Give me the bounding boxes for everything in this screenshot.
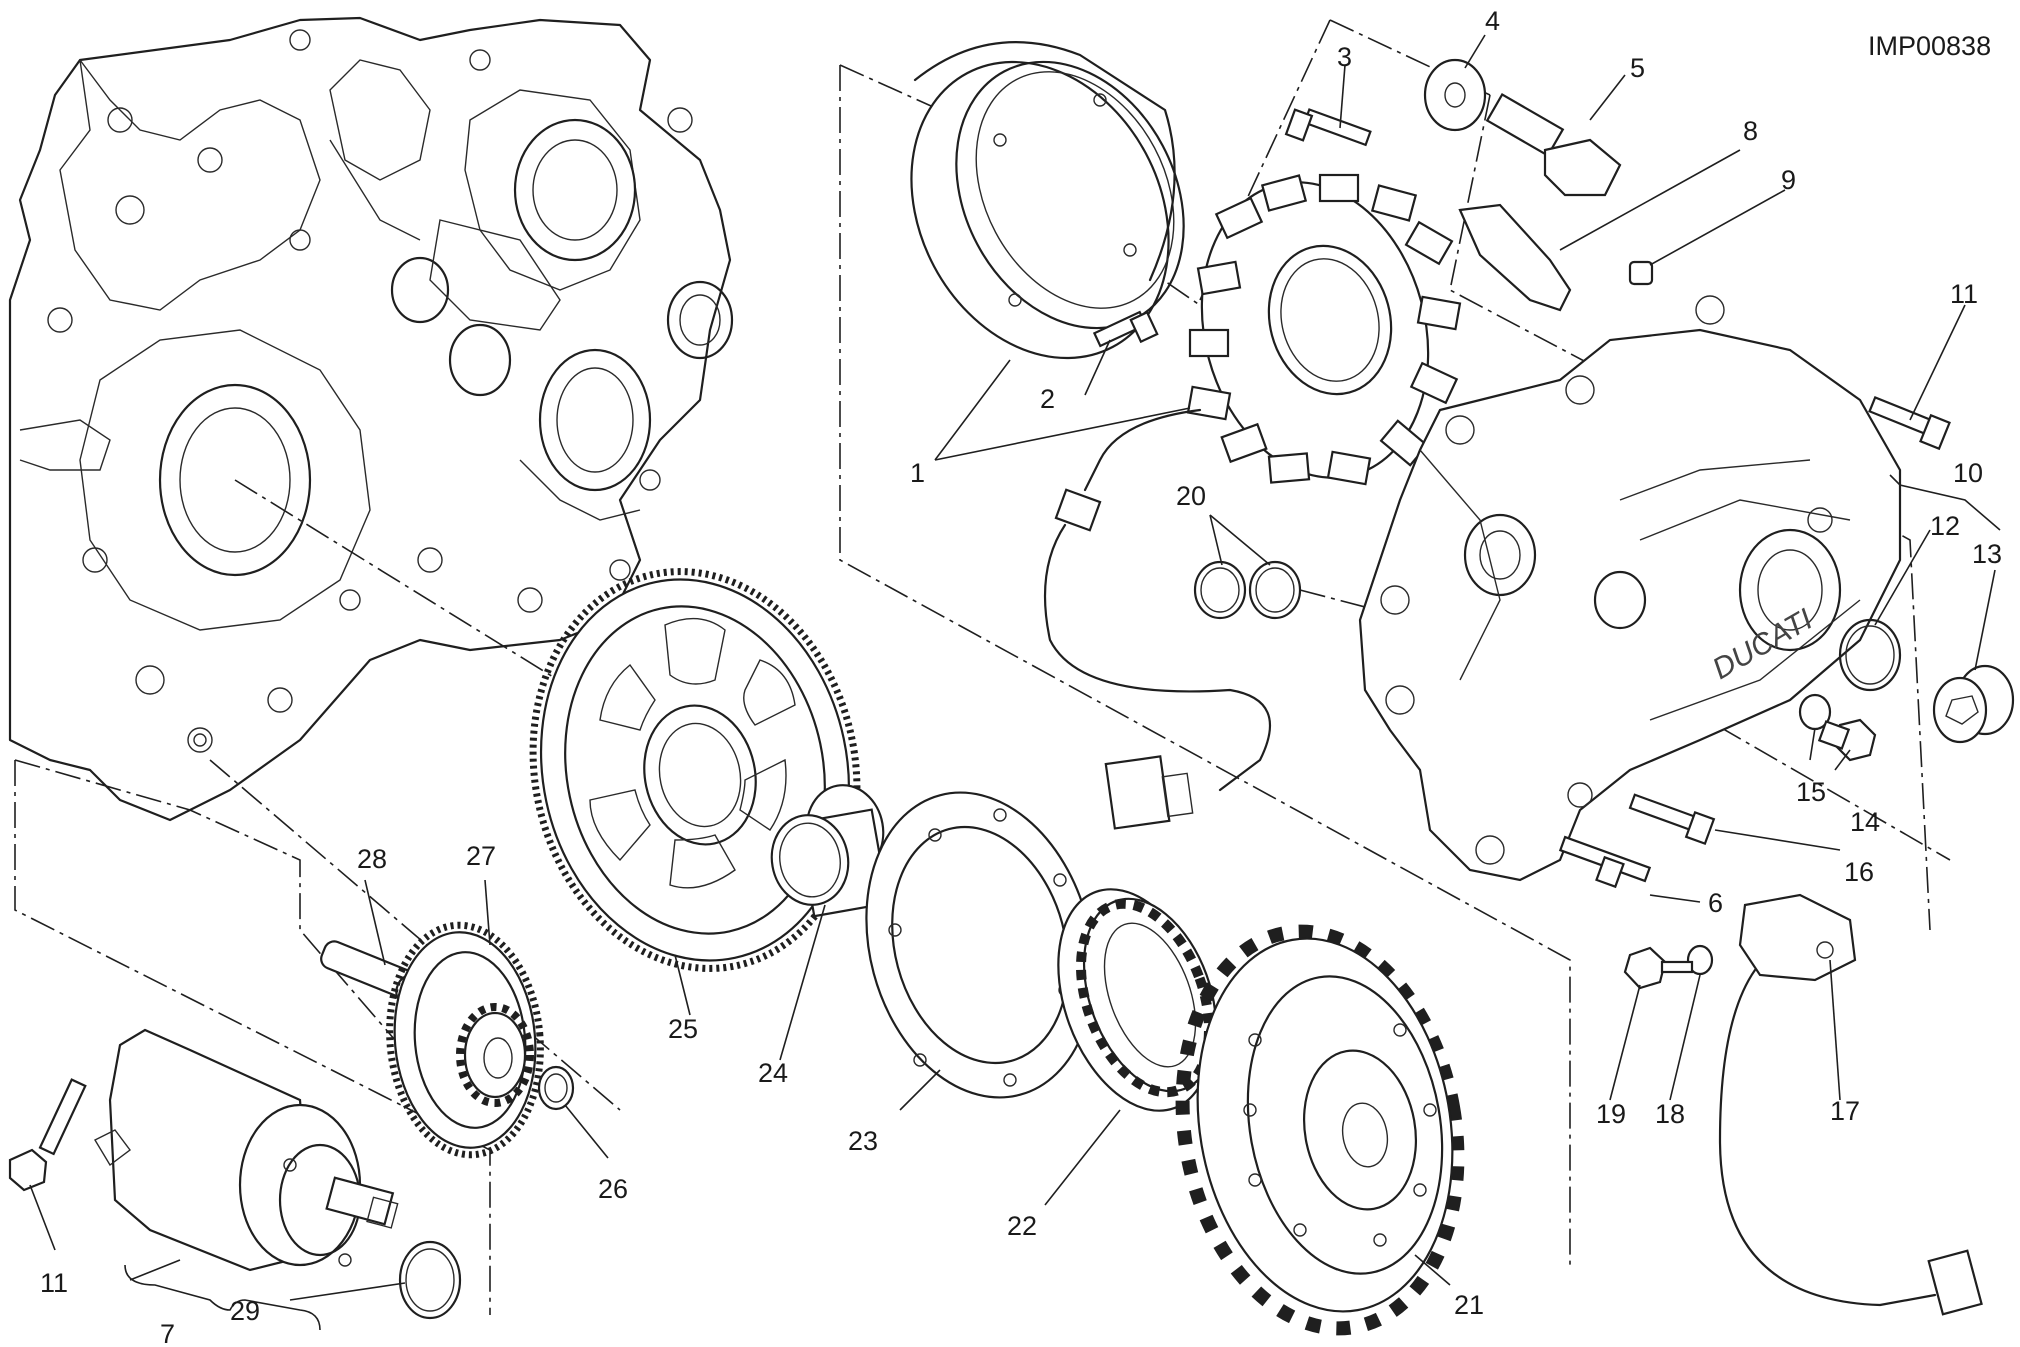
callout-28: 28 — [357, 844, 387, 874]
callout-23: 23 — [848, 1126, 878, 1156]
callout-26: 26 — [598, 1174, 628, 1204]
callout-15: 15 — [1796, 777, 1826, 807]
bolt-2 — [1092, 310, 1159, 348]
callout-12: 12 — [1930, 511, 1960, 541]
callout-14: 14 — [1850, 807, 1880, 837]
leader-lines — [29, 34, 2001, 1331]
o-ring-29 — [398, 1240, 462, 1320]
callout-29: 29 — [230, 1296, 260, 1326]
callout-7: 7 — [160, 1319, 175, 1347]
starter-motor — [94, 1028, 399, 1272]
callout-6: 6 — [1708, 888, 1723, 918]
callout-labels: 1 2 3 4 5 6 7 8 9 10 11 11 12 13 14 15 1… — [40, 6, 2002, 1347]
callout-24: 24 — [758, 1058, 788, 1088]
clutch-housing-21 — [1175, 924, 1465, 1336]
drawing-code: IMP00838 — [1868, 31, 1991, 61]
idler-gear-27 — [386, 921, 544, 1159]
callout-8: 8 — [1743, 116, 1758, 146]
callout-2: 2 — [1040, 384, 1055, 414]
callout-25: 25 — [668, 1014, 698, 1044]
pickup-sensor-17 — [1718, 893, 1983, 1316]
stud-6 — [1558, 835, 1652, 889]
washer-4 — [1423, 58, 1487, 132]
bolt-11-right — [1868, 395, 1951, 451]
callout-27: 27 — [466, 841, 496, 871]
generator-cover: DUCATI — [1358, 295, 1902, 882]
callout-21: 21 — [1454, 1290, 1484, 1320]
callout-9: 9 — [1781, 165, 1796, 195]
callout-11-left: 11 — [40, 1268, 68, 1298]
callout-3: 3 — [1337, 42, 1352, 72]
o-ring-12 — [1838, 618, 1902, 692]
clip-8 — [1458, 203, 1572, 312]
starter-gear-25 — [529, 568, 861, 972]
bolt-16 — [1628, 793, 1716, 846]
callout-18: 18 — [1655, 1099, 1685, 1129]
screw-plug-14 — [1817, 718, 1877, 762]
callout-19: 19 — [1596, 1099, 1626, 1129]
callout-4: 4 — [1485, 6, 1500, 36]
crankcase-half — [8, 16, 734, 822]
callout-13: 13 — [1972, 539, 2002, 569]
flywheel-rotor — [910, 41, 1185, 360]
bolt-19 — [1623, 946, 1694, 990]
circlip-26 — [537, 1065, 575, 1111]
callout-22: 22 — [1007, 1211, 1037, 1241]
callout-17: 17 — [1830, 1096, 1860, 1126]
callout-10: 10 — [1953, 458, 1983, 488]
washer-18 — [1686, 944, 1714, 976]
bolt-3 — [1284, 108, 1372, 147]
bolt-5 — [1485, 93, 1622, 197]
plug-13 — [1932, 664, 2015, 744]
stator — [1043, 173, 1462, 830]
callout-20: 20 — [1176, 481, 1206, 511]
o-rings-20 — [1193, 560, 1302, 620]
callout-5: 5 — [1630, 53, 1645, 83]
callout-16: 16 — [1844, 857, 1874, 887]
callout-1: 1 — [910, 458, 925, 488]
dowel-9 — [1628, 260, 1654, 286]
bolt-11-left — [8, 1078, 87, 1192]
callout-11-right: 11 — [1950, 279, 1978, 309]
bushing-24 — [770, 784, 890, 918]
